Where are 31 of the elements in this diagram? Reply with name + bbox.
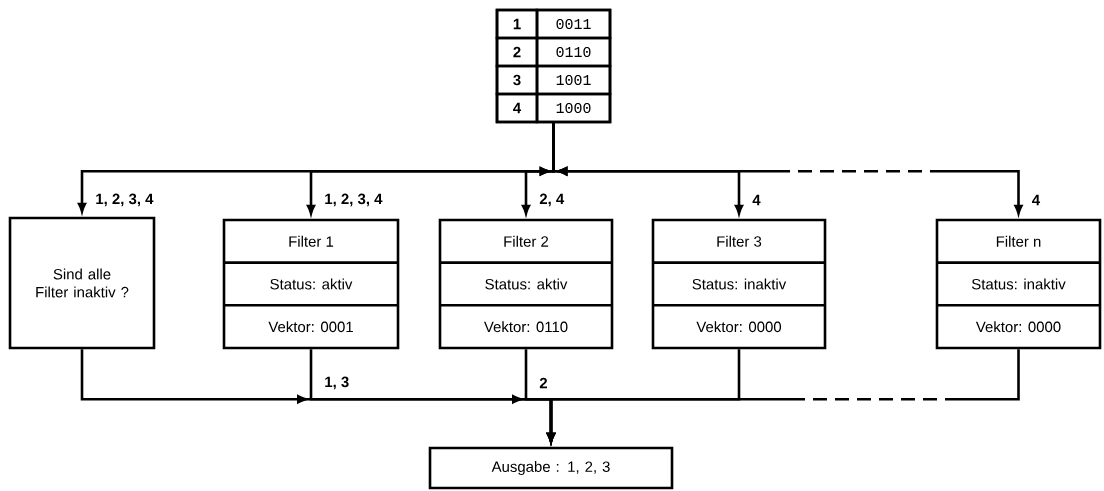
filter-box <box>438 218 614 350</box>
filter-box <box>651 218 827 350</box>
table-cell: 1 <box>495 8 539 40</box>
filter-title: Filter 3 <box>717 235 762 247</box>
edge-label: 1, 3 <box>323 375 351 391</box>
filter-box <box>222 218 400 350</box>
vector-text: Vektor: 0001 <box>268 321 353 333</box>
output-box: Ausgabe : 1, 2, 3 <box>428 446 674 490</box>
status-text: Status: aktiv <box>270 278 353 290</box>
edge-label: 1, 2, 3, 4 <box>323 192 384 208</box>
edge-label: 4 <box>1030 193 1042 207</box>
status-text: Status: inaktiv <box>692 278 787 290</box>
table-cell: 2 <box>495 36 539 68</box>
filter-title: Filter 1 <box>289 235 334 247</box>
edge-label: 2 <box>538 376 549 390</box>
table-cell: 3 <box>495 64 539 96</box>
status-text: Status: inaktiv <box>971 278 1066 290</box>
vector-text: Vektor: 0000 <box>975 321 1061 333</box>
question-box: Sind alle Filter inaktiv ? <box>8 216 156 350</box>
vector-text: Vektor: 0110 <box>483 321 568 333</box>
table-cell: 1000 <box>535 92 612 124</box>
table-cell: 0011 <box>535 8 612 40</box>
table-cell: 1001 <box>535 64 612 96</box>
vector-text: Vektor: 0000 <box>696 321 782 333</box>
edge-label: 1, 2, 3, 4 <box>94 192 155 208</box>
filter-title: Filter n <box>996 235 1041 247</box>
table-cell: 0110 <box>535 36 612 68</box>
table-cell: 4 <box>495 92 539 124</box>
filter-title: Filter 2 <box>504 235 549 247</box>
filter-box <box>935 218 1102 350</box>
status-text: Status: aktiv <box>485 278 568 290</box>
